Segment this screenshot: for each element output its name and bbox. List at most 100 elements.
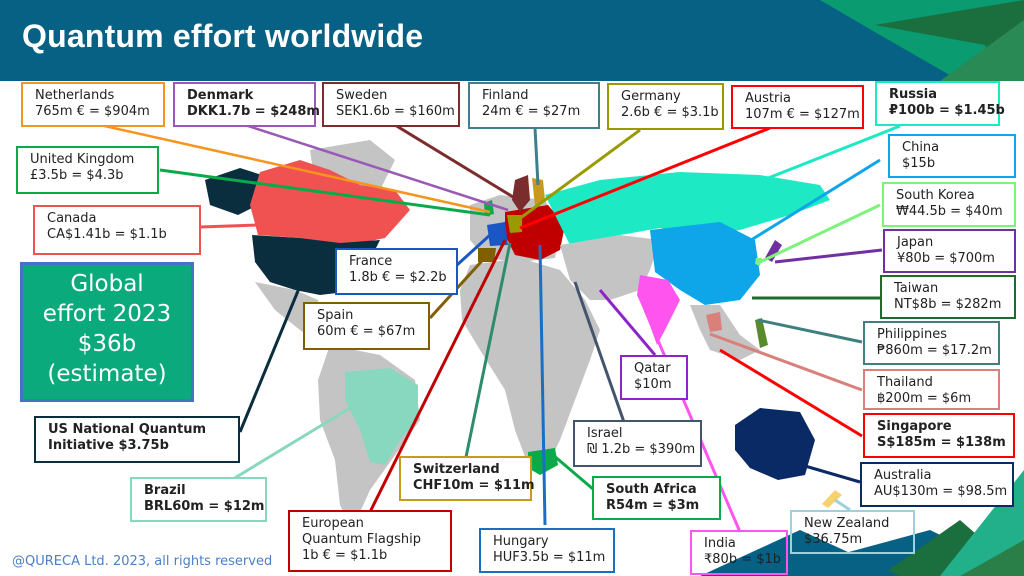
country-name: France [349, 254, 393, 269]
country-value: ₩44.5b = $40m [896, 204, 1003, 219]
country-value: $36.75m [804, 532, 863, 547]
country-name: Hungary [493, 534, 549, 549]
country-value: $10m [634, 377, 672, 392]
country-value: 24m € = $27m [482, 104, 581, 119]
country-name: Russia [889, 87, 937, 102]
country-value: HUF3.5b = $11m [493, 550, 606, 565]
label-india: India ₹80b = $1b [690, 530, 788, 575]
global-total: $36b [77, 331, 137, 357]
country-value: ₪ 1.2b = $390m [587, 442, 696, 457]
country-value: AU$130m = $98.5m [874, 484, 1008, 499]
label-hungary: Hungary HUF3.5b = $11m [479, 528, 615, 573]
country-name: Austria [745, 91, 791, 106]
country-value: DKK1.7b = $248m [187, 104, 320, 119]
map-canada [250, 160, 410, 245]
label-united-kingdom: United Kingdom £3.5b = $4.3b [16, 146, 159, 194]
program-name-line1: European [302, 516, 364, 531]
country-name: Netherlands [35, 88, 115, 103]
country-value: CHF10m = $11m [413, 478, 535, 493]
program-name-line1: US National Quantum [48, 422, 207, 437]
label-philippines: Philippines ₱860m = $17.2m [863, 321, 1000, 365]
country-name: Singapore [877, 419, 952, 434]
label-south-korea: South Korea ₩44.5b = $40m [882, 182, 1016, 227]
label-switzerland: Switzerland CHF10m = $11m [399, 456, 535, 501]
label-new-zealand: New Zealand $36.75m [790, 510, 915, 554]
country-name: Switzerland [413, 462, 500, 477]
country-value: ₽100b = $1.45b [889, 103, 1005, 118]
label-germany: Germany 2.6b € = $3.1b [607, 83, 724, 130]
country-name: South Africa [606, 482, 697, 497]
country-name: Japan [897, 235, 934, 250]
country-value: BRL60m = $12m [144, 499, 265, 514]
country-name: Israel [587, 426, 623, 441]
country-name: Sweden [336, 88, 388, 103]
country-value: ₱860m = $17.2m [877, 343, 992, 358]
map-brazil [345, 368, 418, 465]
label-spain: Spain 60m € = $67m [303, 302, 430, 350]
program-name-line2: Quantum Flagship [302, 532, 421, 547]
label-denmark: Denmark DKK1.7b = $248m [173, 82, 320, 127]
country-name: Finland [482, 88, 529, 103]
country-value: £3.5b = $4.3b [30, 168, 124, 183]
country-value: ¥80b = $700m [897, 251, 995, 266]
label-usa: US National Quantum Initiative $3.75b [34, 416, 240, 463]
country-name: China [902, 140, 940, 155]
country-value: S$185m = $138m [877, 435, 1006, 450]
country-name: Qatar [634, 361, 671, 376]
map-china [650, 222, 760, 305]
country-name: Australia [874, 468, 932, 483]
label-austria: Austria 107m € = $127m [731, 85, 864, 129]
country-name: Philippines [877, 327, 948, 342]
map-india [637, 275, 680, 345]
country-value: 2.6b € = $3.1b [621, 105, 719, 120]
map-finland [532, 178, 545, 206]
global-line4: (estimate) [47, 361, 167, 387]
country-name: Thailand [877, 375, 933, 390]
map-new-zealand [822, 490, 842, 508]
global-effort-callout: Global effort 2023 $36b (estimate) [20, 262, 194, 402]
label-canada: Canada CA$1.41b = $1.1b [33, 205, 201, 255]
global-line1: Global [70, 271, 144, 297]
label-singapore: Singapore S$185m = $138m [863, 413, 1015, 458]
label-eu-flagship: European Quantum Flagship 1b € = $1.1b [288, 510, 452, 572]
country-value: 765m € = $904m [35, 104, 150, 119]
country-name: India [704, 536, 736, 551]
country-name: South Korea [896, 188, 975, 203]
map-france [487, 222, 508, 246]
map-thailand [706, 312, 722, 332]
country-value: 60m € = $67m [317, 324, 416, 339]
country-name: Germany [621, 89, 681, 104]
label-taiwan: Taiwan NT$8b = $282m [880, 275, 1016, 319]
label-israel: Israel ₪ 1.2b = $390m [573, 420, 702, 467]
country-value: ₹80b = $1b [704, 552, 782, 567]
map-south-korea [755, 258, 762, 266]
country-value: ฿200m = $6m [877, 391, 972, 406]
country-name: Taiwan [894, 281, 939, 296]
header-decoration [820, 0, 1024, 81]
country-name: United Kingdom [30, 152, 135, 167]
global-line2: effort 2023 [42, 301, 172, 327]
label-brazil: Brazil BRL60m = $12m [130, 477, 267, 522]
country-value: CA$1.41b = $1.1b [47, 227, 167, 242]
label-russia: Russia ₽100b = $1.45b [875, 81, 1005, 126]
country-name: New Zealand [804, 516, 890, 531]
country-name: Brazil [144, 483, 186, 498]
header-banner: Quantum effort worldwide [0, 0, 1024, 81]
country-value: 1.8b € = $2.2b [349, 270, 447, 285]
map-australia [735, 408, 815, 480]
country-value: SEK1.6b = $160m [336, 104, 455, 119]
label-australia: Australia AU$130m = $98.5m [860, 462, 1014, 507]
label-france: France 1.8b € = $2.2b [335, 248, 458, 295]
label-netherlands: Netherlands 765m € = $904m [21, 82, 165, 127]
country-value: NT$8b = $282m [894, 297, 1002, 312]
label-sweden: Sweden SEK1.6b = $160m [322, 82, 460, 127]
country-value: R54m = $3m [606, 498, 700, 513]
label-qatar: Qatar $10m [620, 355, 688, 400]
country-name: Spain [317, 308, 354, 323]
program-value: 1b € = $1.1b [302, 548, 388, 563]
program-name-line2: Initiative $3.75b [48, 438, 169, 453]
label-china: China $15b [888, 134, 1016, 178]
country-name: Denmark [187, 88, 254, 103]
country-name: Canada [47, 211, 97, 226]
